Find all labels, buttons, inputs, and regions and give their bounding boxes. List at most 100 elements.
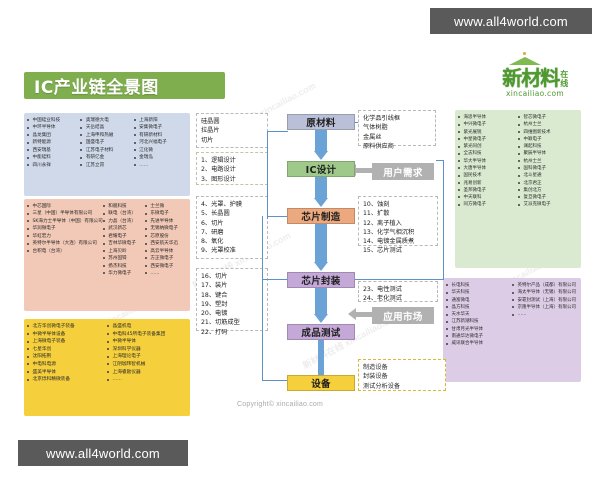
group-columns: 长电科技华天科技通富微电晶方科技天水华天江苏新潮科技甘肃月光半导体南通华达微电子… (446, 282, 578, 378)
bullet-icon (144, 257, 149, 260)
company-item: 台积电（台湾） (27, 248, 103, 255)
flow-node-chip-fabrication[interactable]: 芯片制造 (287, 208, 355, 224)
bullet-icon (133, 156, 138, 159)
company-item: 长电科技 (446, 282, 512, 289)
bullet-icon (518, 181, 522, 184)
company-name: 华虹宏力 (32, 233, 51, 239)
company-name: 西安瑞基 (32, 147, 51, 153)
flow-node-user-demand[interactable]: 用户需求 (372, 163, 434, 180)
logo-roof-icon (509, 57, 541, 65)
connector-line (443, 160, 445, 279)
bullet-icon (80, 149, 84, 152)
bullet-icon (102, 212, 107, 215)
flow-node-ic-design[interactable]: IC设计 (287, 161, 355, 177)
bullet-icon (458, 174, 462, 177)
bullet-icon (458, 138, 462, 141)
note-line: 19、塑封 (201, 300, 228, 308)
company-name: 江苏新潮科技 (451, 319, 479, 325)
bullet-icon (133, 119, 138, 122)
company-name: 和舰科技 (108, 204, 127, 209)
group-column: 晶盛机电中电科45所电子装备集团中微半导体深圳科学仪器上海理论电子江阴珈玮智机械… (107, 323, 187, 412)
company-item: 西安瑞基 (27, 147, 80, 154)
bullet-icon (458, 167, 462, 170)
connector-line (262, 279, 288, 281)
company-item: 杭州士兰 (518, 158, 578, 165)
flow-node-equipment[interactable]: 设备 (287, 375, 355, 391)
company-item: 先进半导体 (144, 218, 187, 225)
company-item: 聚辰半导体 (518, 150, 578, 157)
company-name: …… (139, 162, 149, 168)
company-item: 上海新阳 (133, 117, 187, 124)
bullet-icon (133, 149, 138, 152)
company-name: 中能硅料 (32, 155, 51, 161)
bullet-icon (518, 145, 522, 148)
company-item: 京隆半导体（上海）有限公司 (512, 304, 578, 311)
company-item: 杭州士兰 (518, 121, 578, 128)
company-name: 上海理论电子 (112, 354, 141, 360)
flow-node-final-test[interactable]: 成品测试 (287, 324, 355, 340)
company-item: 沈阳拓荆 (27, 353, 107, 361)
bullet-icon (144, 250, 149, 253)
company-item: 艾派克微电子 (518, 201, 578, 208)
connector-line (262, 380, 288, 382)
company-name: 国盛电子 (85, 140, 105, 146)
group-design-houses-green: 海思半导体中兴微电子紫光展锐中星微电子紫光同创全志科技华大半导体大唐半导体国民技… (455, 110, 581, 268)
bullet-icon (27, 156, 31, 159)
bullet-icon (446, 306, 450, 309)
company-name: 紫光展锐 (463, 129, 482, 135)
flow-node-raw-material[interactable]: 原材料 (287, 114, 355, 130)
note-line: 5、长晶圆 (201, 210, 230, 218)
bullet-icon (458, 116, 462, 119)
company-name: 中电科45所电子装备集团 (112, 331, 166, 337)
group-materials-blue: 中国硅业科技中环半导体晶龙集团新特能源西安瑞基中能硅料四川永祥奥瑞德大电天岳结晶… (24, 113, 190, 196)
bullet-icon (458, 145, 462, 148)
company-name: 海思半导体 (463, 115, 487, 120)
company-name: 华润微电子 (32, 226, 56, 232)
bullet-icon (27, 242, 31, 245)
company-item: 上海贝岭 (102, 248, 145, 255)
company-item: 天水华天 (446, 311, 512, 318)
bullet-icon (102, 250, 107, 253)
company-item: …… (107, 376, 187, 384)
note-line: 金属丝 (363, 133, 382, 141)
company-item: 中电科电源 (27, 361, 107, 369)
group-column: 上海新阳安集微电子有研新材料河北兴福电子江化微金瑞泓…… (133, 117, 187, 192)
company-name: 西安航天华迅 (150, 241, 178, 247)
company-item: 晶龙集团 (27, 132, 80, 139)
company-item: 江苏新潮科技 (446, 318, 512, 325)
company-item: 上海申和热磁 (80, 132, 133, 139)
company-item: 河北兴福电子 (133, 139, 187, 146)
company-name: 士兰微 (150, 204, 165, 209)
flow-node-application-market[interactable]: 应用市场 (372, 307, 434, 324)
company-name: 武汉新芯 (108, 226, 127, 232)
company-name: 智芯微电子 (523, 115, 547, 120)
bullet-icon (458, 160, 462, 163)
bullet-icon (144, 272, 149, 275)
bullet-icon (512, 298, 516, 301)
company-item: 北京君正 (518, 180, 578, 187)
flow-node-chip-packaging[interactable]: 芯片封装 (287, 272, 355, 288)
company-name: 英特尔产品（成都）有限公司 (517, 283, 577, 288)
company-item: 上海理论电子 (107, 353, 187, 361)
company-item: 四川永祥 (27, 162, 80, 169)
flow-node-label: 设备 (311, 379, 331, 390)
company-item: 和舰科技 (102, 203, 145, 210)
arrow-design-to-fab-shaft (315, 177, 327, 198)
company-item: 东微电子 (144, 210, 187, 217)
company-name: 深圳科学仪器 (112, 346, 141, 352)
company-name: 杭州士兰 (523, 158, 542, 164)
company-name: 有研亿金 (85, 155, 105, 161)
company-item: 复旦微电子 (518, 194, 578, 201)
note-line: 测试分析设备 (363, 382, 401, 390)
company-item: 高云半导体 (144, 248, 187, 255)
company-name: 兆易创新 (463, 180, 482, 186)
arrow-package-to-final-shaft (315, 288, 327, 314)
company-name: 天水华天 (451, 312, 470, 318)
bullet-icon (144, 227, 149, 230)
note-line: 1、逻辑设计 (201, 157, 236, 164)
logo-name-cn: 新材料 (502, 66, 560, 90)
note-wafer: 硅晶圆拉晶片切片 (196, 113, 268, 148)
company-name: …… (517, 312, 527, 318)
